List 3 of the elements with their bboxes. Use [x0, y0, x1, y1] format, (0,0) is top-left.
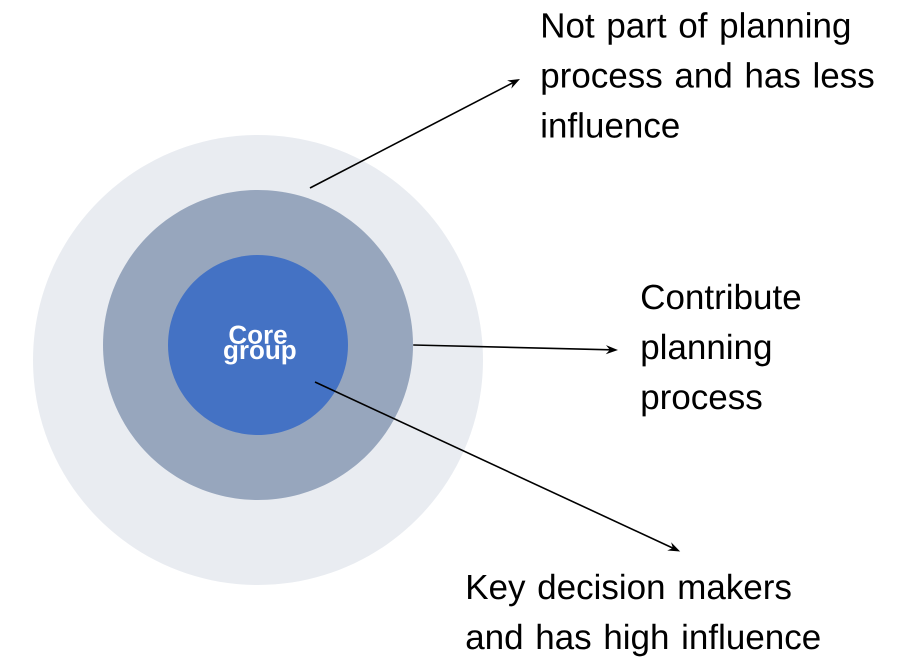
annotation-text: Not part of planning process and has less influence [542, 12, 874, 138]
annotation-text: Key decision makers and has high influence [466, 574, 820, 656]
annotation-text: Contribute planning process [642, 284, 800, 416]
